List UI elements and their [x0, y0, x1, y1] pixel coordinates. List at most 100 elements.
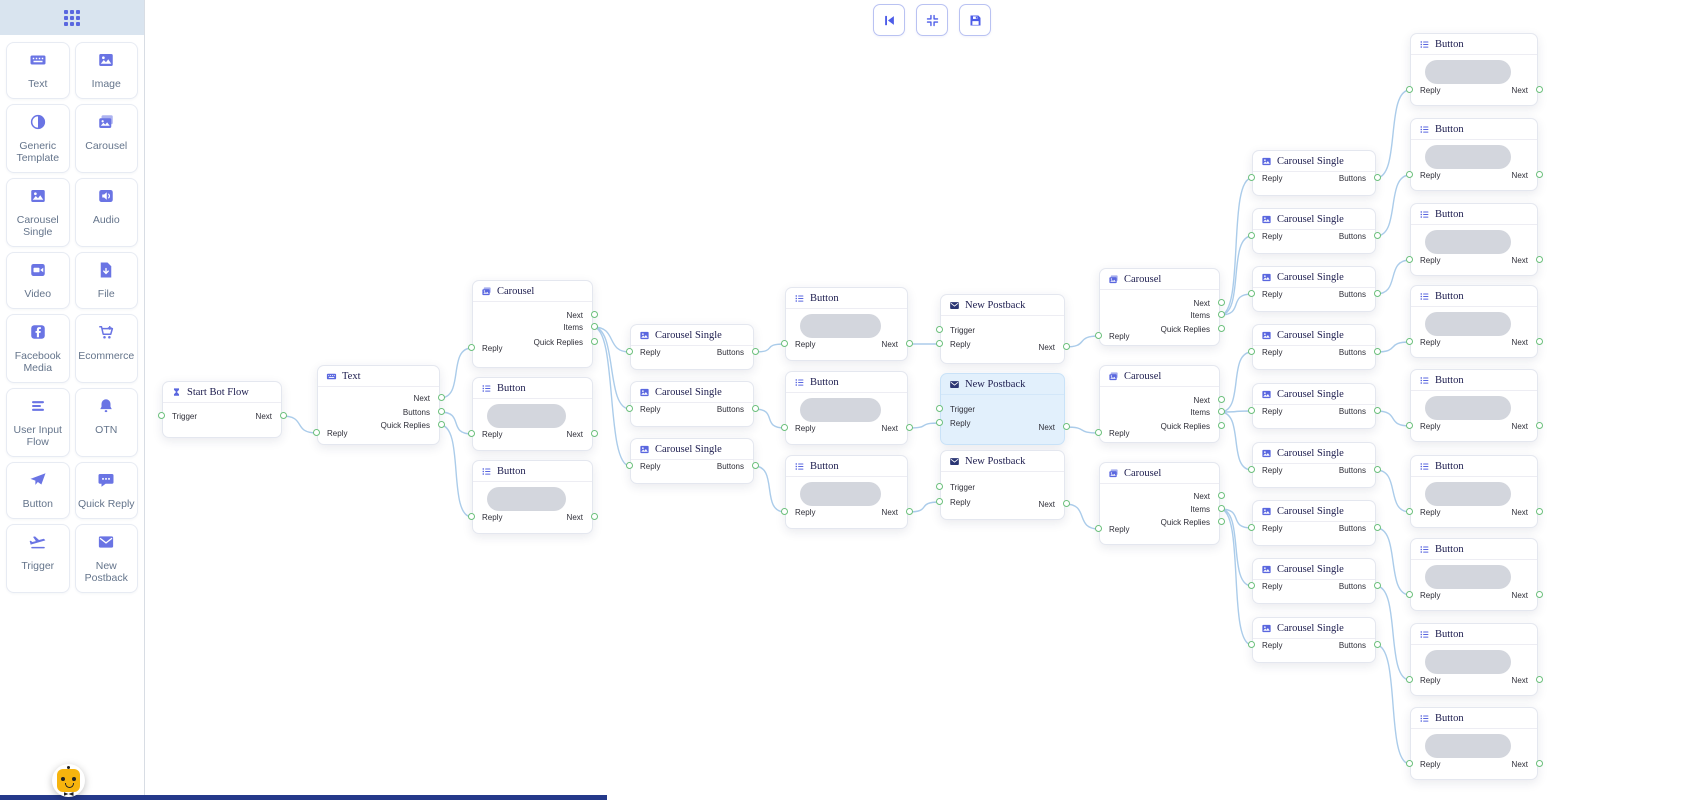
- sidebar-item-new-postback[interactable]: New Postback: [74, 523, 138, 593]
- output-connector[interactable]: [590, 311, 598, 318]
- apps-grid-icon[interactable]: [64, 9, 80, 26]
- input-connector[interactable]: [1405, 422, 1413, 429]
- fit-view-button[interactable]: [916, 4, 948, 36]
- output-connector[interactable]: [1217, 299, 1225, 306]
- sidebar-item-text[interactable]: Text: [6, 42, 70, 99]
- output-connector[interactable]: [1535, 338, 1543, 345]
- input-connector[interactable]: [625, 405, 633, 412]
- output-connector[interactable]: [1535, 591, 1543, 598]
- input-connector[interactable]: [780, 424, 788, 431]
- input-connector[interactable]: [157, 412, 165, 419]
- output-connector[interactable]: [1535, 676, 1543, 683]
- output-connector[interactable]: [1062, 423, 1070, 430]
- output-connector[interactable]: [590, 513, 598, 520]
- input-connector[interactable]: [935, 326, 943, 333]
- sidebar-item-quick-reply[interactable]: Quick Reply: [74, 461, 138, 519]
- input-connector[interactable]: [1405, 171, 1413, 178]
- sidebar-item-carousel[interactable]: Carousel: [74, 103, 138, 173]
- input-connector[interactable]: [1405, 508, 1413, 515]
- output-connector[interactable]: [1217, 518, 1225, 525]
- input-connector[interactable]: [935, 340, 943, 347]
- output-connector[interactable]: [590, 430, 598, 437]
- output-connector[interactable]: [1373, 174, 1381, 181]
- input-connector[interactable]: [1405, 86, 1413, 93]
- output-connector[interactable]: [905, 424, 913, 431]
- output-connector[interactable]: [1373, 290, 1381, 297]
- output-connector[interactable]: [1217, 505, 1225, 512]
- sidebar-item-ecommerce[interactable]: Ecommerce: [74, 313, 138, 383]
- output-connector[interactable]: [1062, 343, 1070, 350]
- input-connector[interactable]: [1247, 348, 1255, 355]
- input-connector[interactable]: [1247, 407, 1255, 414]
- output-connector[interactable]: [1535, 760, 1543, 767]
- input-connector[interactable]: [625, 348, 633, 355]
- sidebar-item-facebook-media[interactable]: Facebook Media: [6, 313, 70, 383]
- output-connector[interactable]: [1373, 407, 1381, 414]
- sidebar-item-generic-template[interactable]: Generic Template: [6, 103, 70, 173]
- input-connector[interactable]: [1247, 582, 1255, 589]
- output-connector[interactable]: [1373, 641, 1381, 648]
- input-connector[interactable]: [935, 498, 943, 505]
- output-connector[interactable]: [1062, 500, 1070, 507]
- sidebar-item-button[interactable]: Button: [6, 461, 70, 519]
- input-connector[interactable]: [1405, 676, 1413, 683]
- output-connector[interactable]: [1373, 582, 1381, 589]
- input-connector[interactable]: [1247, 290, 1255, 297]
- input-connector[interactable]: [1247, 641, 1255, 648]
- sidebar-item-file[interactable]: File: [74, 251, 138, 309]
- chatbot-widget-button[interactable]: [52, 764, 85, 797]
- output-connector[interactable]: [1217, 492, 1225, 499]
- input-connector[interactable]: [1247, 174, 1255, 181]
- output-connector[interactable]: [751, 348, 759, 355]
- output-connector[interactable]: [590, 323, 598, 330]
- output-connector[interactable]: [751, 405, 759, 412]
- output-connector[interactable]: [437, 394, 445, 401]
- sidebar-item-audio[interactable]: Audio: [74, 177, 138, 247]
- input-connector[interactable]: [467, 513, 475, 520]
- sidebar-item-image[interactable]: Image: [74, 42, 138, 99]
- output-connector[interactable]: [1535, 422, 1543, 429]
- input-connector[interactable]: [1405, 760, 1413, 767]
- sidebar-item-user-input-flow[interactable]: User Input Flow: [6, 387, 70, 457]
- input-connector[interactable]: [467, 344, 475, 351]
- input-connector[interactable]: [1405, 256, 1413, 263]
- sidebar-item-trigger[interactable]: Trigger: [6, 523, 70, 593]
- output-connector[interactable]: [437, 408, 445, 415]
- input-connector[interactable]: [1405, 591, 1413, 598]
- output-connector[interactable]: [1217, 311, 1225, 318]
- output-connector[interactable]: [590, 338, 598, 345]
- output-connector[interactable]: [1217, 396, 1225, 403]
- sidebar-item-otn[interactable]: OTN: [74, 387, 138, 457]
- input-connector[interactable]: [1247, 524, 1255, 531]
- input-connector[interactable]: [935, 419, 943, 426]
- input-connector[interactable]: [935, 405, 943, 412]
- input-connector[interactable]: [935, 483, 943, 490]
- output-connector[interactable]: [905, 340, 913, 347]
- input-connector[interactable]: [467, 430, 475, 437]
- sidebar-item-video[interactable]: Video: [6, 251, 70, 309]
- output-connector[interactable]: [1535, 86, 1543, 93]
